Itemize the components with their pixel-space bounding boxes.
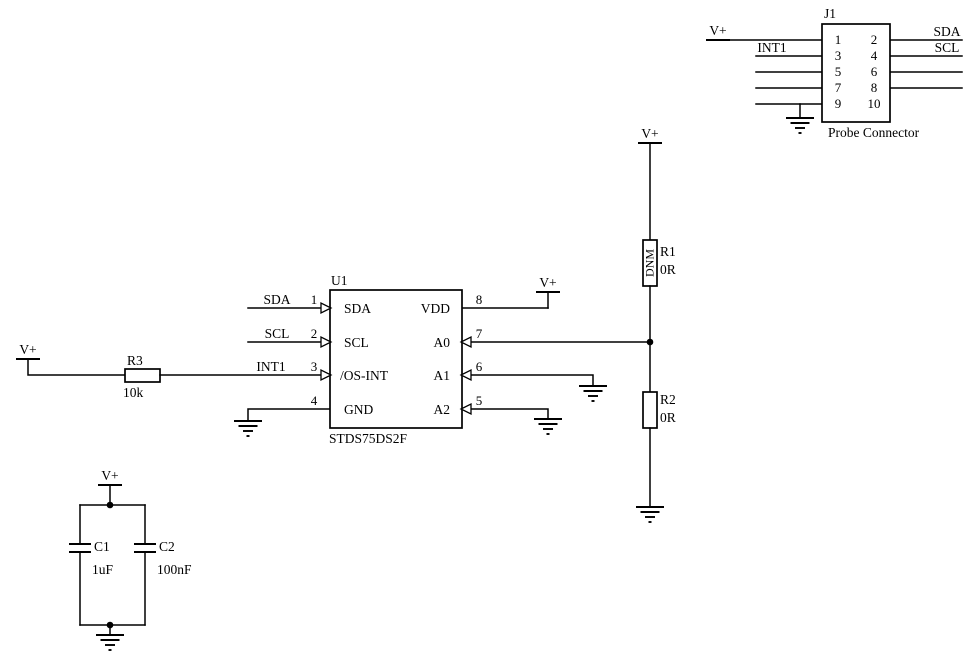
u1-pin-name-a0: A0 bbox=[434, 335, 451, 350]
capacitor-ref-c1: C1 bbox=[94, 539, 110, 554]
vplus-symbol-r1: V+ bbox=[638, 126, 662, 144]
dnm-note-r1: DNM bbox=[643, 249, 657, 277]
ground-symbol-u1-gnd bbox=[233, 420, 263, 437]
ic-ref: U1 bbox=[331, 273, 348, 288]
wire-vplus-to-r3 bbox=[27, 358, 126, 376]
vplus-symbol-caps: V+ bbox=[98, 468, 122, 486]
vplus-symbol-vdd: V+ bbox=[536, 275, 560, 309]
vplus-symbol-r3: V+ bbox=[16, 342, 40, 360]
resistor-ref-r1: R1 bbox=[660, 244, 676, 259]
resistor-ref-r2: R2 bbox=[660, 392, 676, 407]
u1-pin-num-3: 3 bbox=[311, 359, 318, 374]
connector-ref: J1 bbox=[824, 6, 836, 21]
input-triangle-icon bbox=[459, 335, 472, 349]
junction-dot-cap-top bbox=[106, 501, 114, 509]
wire-gnd-pin bbox=[247, 408, 331, 421]
j1-pin-4: 4 bbox=[871, 48, 878, 63]
wire-a1-net bbox=[461, 374, 594, 386]
net-label-int1-j1: INT1 bbox=[757, 40, 786, 55]
vplus-label: V+ bbox=[101, 468, 118, 483]
vplus-label: V+ bbox=[19, 342, 36, 357]
u1-pin-num-1: 1 bbox=[311, 292, 318, 307]
vplus-label: V+ bbox=[641, 126, 658, 141]
u1-pin-num-5: 5 bbox=[476, 393, 483, 408]
capacitor-value-c2: 100nF bbox=[157, 562, 192, 577]
junction-dot-a0 bbox=[646, 338, 654, 346]
j1-pin-6: 6 bbox=[871, 64, 878, 79]
vplus-label: V+ bbox=[539, 275, 556, 290]
net-label-scl-j1: SCL bbox=[935, 40, 960, 55]
input-triangle-icon bbox=[459, 368, 472, 382]
input-triangle-icon bbox=[459, 402, 472, 416]
u1-pin-name-gnd: GND bbox=[344, 402, 373, 417]
input-triangle-icon bbox=[320, 301, 333, 315]
input-triangle-icon bbox=[320, 335, 333, 349]
connector-body bbox=[821, 23, 891, 123]
capacitor-value-c1: 1uF bbox=[92, 562, 114, 577]
u1-pin-num-6: 6 bbox=[476, 359, 483, 374]
divider-r1-r2: V+ DNM R1 0R R2 0R bbox=[635, 126, 676, 523]
u1-pin-num-8: 8 bbox=[476, 292, 483, 307]
j1-pin-2: 2 bbox=[871, 32, 878, 47]
u1-pin-name-a2: A2 bbox=[434, 402, 451, 417]
ic-part-number: STDS75DS2F bbox=[329, 431, 408, 446]
j1-pin-5: 5 bbox=[835, 64, 842, 79]
ground-symbol-r2 bbox=[635, 506, 665, 523]
resistor-body-r2 bbox=[642, 391, 658, 429]
ic-body bbox=[329, 289, 463, 429]
ground-symbol-j1 bbox=[785, 117, 815, 134]
capacitor-ref-c2: C2 bbox=[159, 539, 175, 554]
j1-pin-8: 8 bbox=[871, 80, 878, 95]
vplus-symbol-j1: V+ bbox=[706, 23, 730, 41]
resistor-value-r2: 0R bbox=[660, 410, 676, 425]
j1-pin-7: 7 bbox=[835, 80, 842, 95]
input-triangle-icon bbox=[320, 368, 333, 382]
net-label-scl-u1: SCL bbox=[265, 326, 290, 341]
connector-j1: V+ J1 1 3 5 7 9 2 4 6 8 10 INT1 SDA SCL … bbox=[706, 6, 963, 140]
wire-a2-net bbox=[461, 408, 549, 419]
u1-pin-name-a1: A1 bbox=[434, 368, 451, 383]
j1-pin-1: 1 bbox=[835, 32, 842, 47]
u1-pin-name-sda: SDA bbox=[344, 301, 371, 316]
resistor-r3: V+ R3 10k bbox=[16, 342, 331, 400]
j1-pin-9: 9 bbox=[835, 96, 842, 111]
ground-symbol-a1 bbox=[578, 385, 608, 402]
resistor-ref-r3: R3 bbox=[127, 353, 143, 368]
u1-pin-name-vdd: VDD bbox=[421, 301, 450, 316]
ground-symbol-caps bbox=[95, 634, 125, 651]
resistor-value-r1: 0R bbox=[660, 262, 676, 277]
u1-pin-num-2: 2 bbox=[311, 326, 318, 341]
ground-symbol-a2 bbox=[533, 418, 563, 435]
ic-u1: V+ U1 STDS75DS2F SDA SCL INT1 1 2 3 4 8 … bbox=[233, 273, 651, 446]
resistor-value-r3: 10k bbox=[123, 385, 144, 400]
u1-pin-num-7: 7 bbox=[476, 326, 483, 341]
u1-pin-name-scl: SCL bbox=[344, 335, 369, 350]
j1-pin-10: 10 bbox=[868, 96, 881, 111]
net-label-sda-u1: SDA bbox=[263, 292, 290, 307]
resistor-body-r3 bbox=[124, 368, 161, 383]
connector-title: Probe Connector bbox=[828, 125, 920, 140]
vplus-label: V+ bbox=[709, 23, 726, 38]
net-label-int1-u1: INT1 bbox=[256, 359, 285, 374]
decoupling-caps: V+ C1 1uF C2 100nF bbox=[69, 468, 192, 651]
u1-pin-name-os-int: /OS-INT bbox=[340, 368, 389, 383]
j1-pin-3: 3 bbox=[835, 48, 842, 63]
u1-pin-num-4: 4 bbox=[311, 393, 318, 408]
net-label-sda-j1: SDA bbox=[933, 24, 960, 39]
